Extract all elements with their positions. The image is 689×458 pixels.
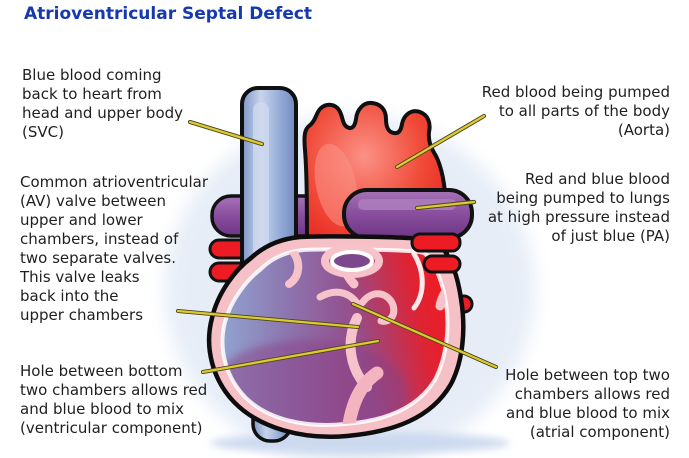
label-pulmonary-artery: Red and blue blood being pumped to lungs… — [487, 170, 670, 245]
label-ventricular-hole: Hole between bottom two chambers allows … — [20, 362, 208, 437]
leader-line-svc — [187, 119, 265, 147]
leader-line-atrial-hole — [351, 302, 498, 369]
label-aorta: Red blood being pumped to all parts of t… — [481, 83, 670, 139]
diagram-title: Atrioventricular Septal Defect — [24, 4, 313, 24]
leader-lines — [176, 113, 498, 374]
leader-line-pa — [414, 199, 477, 211]
leader-line-av-valve — [176, 309, 360, 329]
leader-line-ventricular-hole — [201, 339, 380, 374]
av-valve-ring — [321, 244, 383, 278]
leader-line-aorta — [394, 113, 487, 170]
label-atrial-hole: Hole between top two chambers allows red… — [505, 366, 670, 441]
right-pulmonary-vein-stubs — [410, 232, 462, 274]
label-common-av-valve: Common atrioventricular (AV) valve betwe… — [20, 173, 209, 324]
label-svc: Blue blood coming back to heart from hea… — [22, 66, 184, 141]
